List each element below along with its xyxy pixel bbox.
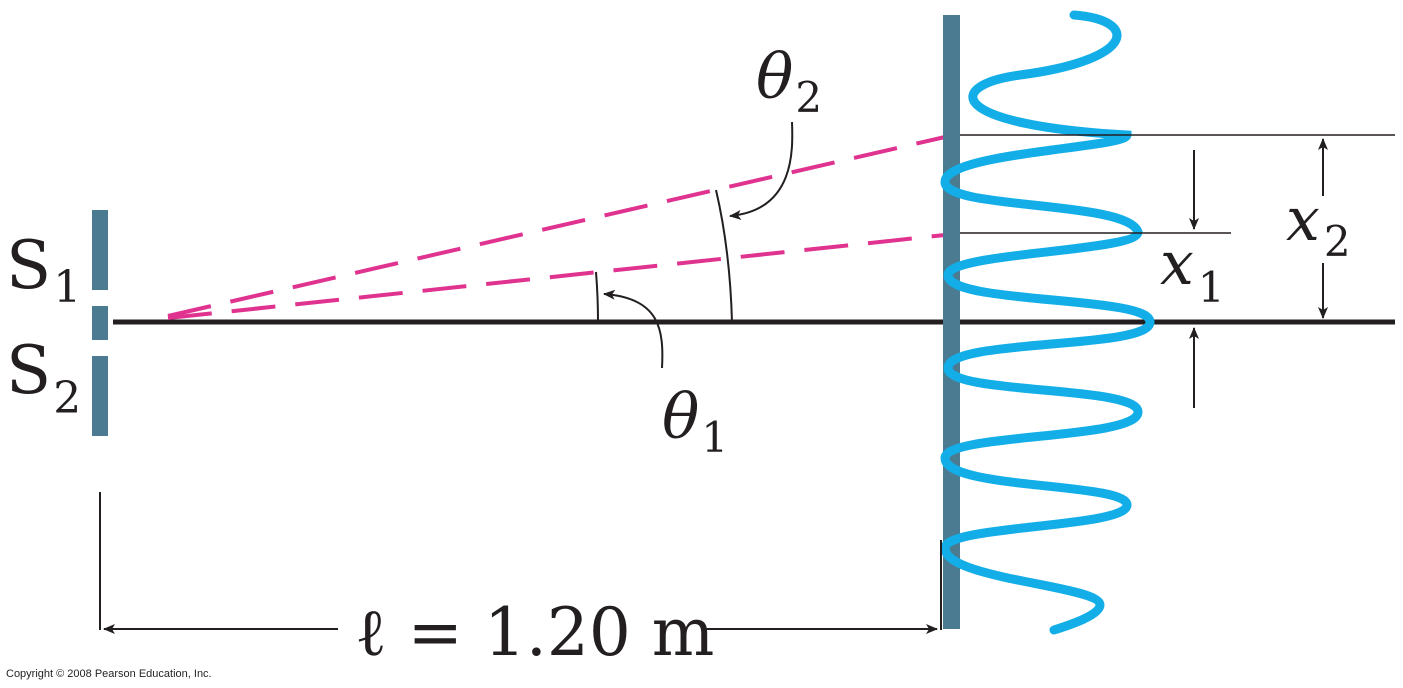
ray-to-first-fringe xyxy=(167,233,946,320)
x2-label: x2 xyxy=(1286,185,1351,266)
theta1-label: θ1 xyxy=(662,380,728,462)
theta2-arc xyxy=(715,189,733,323)
slit-barrier xyxy=(92,210,108,436)
ray-to-second-fringe xyxy=(167,135,946,318)
s2-label: S2 xyxy=(6,332,81,424)
barrier-top-segment xyxy=(92,210,108,290)
length-label: ℓ = 1.20 m xyxy=(355,594,714,671)
x1-label: x1 xyxy=(1160,229,1225,312)
theta1-arc xyxy=(595,271,599,323)
copyright-notice: Copyright © 2008 Pearson Education, Inc. xyxy=(6,668,212,680)
theta1-pointer-arrow xyxy=(603,289,664,369)
theta2-label: θ2 xyxy=(756,40,822,122)
s1-label: S1 xyxy=(6,227,81,313)
theta2-pointer-arrow xyxy=(729,121,794,220)
barrier-bottom-segment xyxy=(92,356,108,436)
barrier-middle-segment xyxy=(92,306,108,340)
